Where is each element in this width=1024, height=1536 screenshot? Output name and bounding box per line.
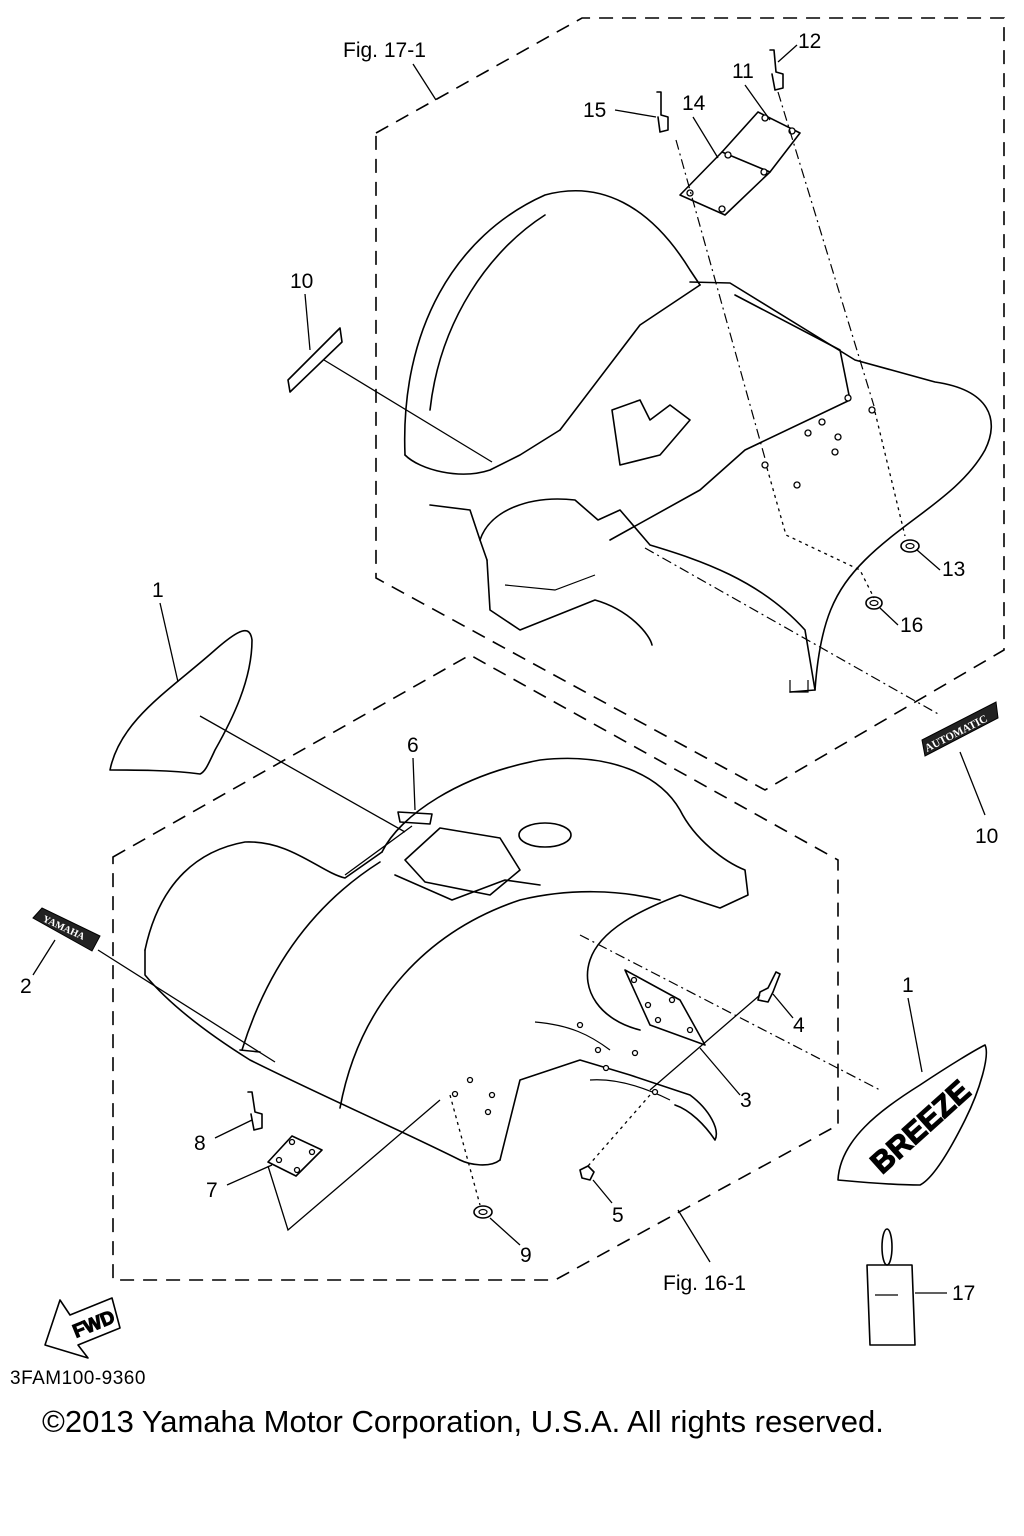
svg-text:AUTOMATIC: AUTOMATIC	[923, 713, 990, 755]
copyright-notice: ©2013 Yamaha Motor Corporation, U.S.A. A…	[42, 1404, 884, 1439]
grommet-13	[900, 539, 920, 553]
plate-14-11	[679, 111, 801, 216]
rivet-12	[769, 49, 784, 91]
callout-6: 6	[407, 734, 419, 757]
fig-label-upper: Fig. 17-1	[343, 39, 426, 62]
decal-breeze: BREEZE	[837, 1044, 988, 1186]
fig-lower-leader	[677, 1209, 711, 1263]
front-fender-lower	[144, 757, 749, 1166]
rear-fender-upper	[403, 190, 993, 693]
callout-15: 15	[583, 99, 606, 122]
callout-11: 11	[732, 60, 754, 83]
decal-automatic: AUTOMATIC	[921, 701, 999, 757]
decal-yamaha: YAMAHA	[32, 907, 101, 952]
part-code: 3FAM100-9360	[10, 1368, 146, 1389]
callout-7: 7	[206, 1179, 218, 1202]
upper-group-boundary	[375, 17, 1005, 791]
callout-3: 3	[740, 1089, 752, 1112]
tag-17	[866, 1228, 916, 1346]
fig-label-lower: Fig. 16-1	[663, 1272, 746, 1295]
decal-10-upper	[287, 327, 343, 393]
callout-10-upper: 10	[290, 270, 313, 293]
callout-1-left: 1	[152, 579, 164, 602]
fwd-arrow-icon: FWD	[44, 1297, 121, 1359]
callout-14: 14	[682, 92, 706, 115]
svg-text:BREEZE: BREEZE	[865, 1074, 978, 1180]
plate-7	[267, 1135, 323, 1177]
callout-8: 8	[194, 1132, 206, 1155]
callout-17: 17	[952, 1282, 975, 1305]
fig-upper-leader	[412, 63, 437, 101]
callout-4: 4	[793, 1014, 805, 1037]
lower-group-boundary	[112, 654, 839, 1281]
callout-9: 9	[520, 1244, 532, 1267]
grommet-16	[865, 596, 883, 610]
decal-6	[397, 811, 433, 825]
grommet-9	[473, 1205, 493, 1219]
callout-5: 5	[612, 1204, 624, 1227]
decal-1-left	[109, 629, 253, 775]
plate-3	[624, 969, 706, 1046]
callout-12: 12	[798, 30, 821, 53]
callout-13: 13	[942, 558, 965, 581]
callout-2: 2	[20, 975, 32, 998]
callout-1-right: 1	[902, 974, 914, 997]
callout-16: 16	[900, 614, 923, 637]
rivet-8	[247, 1091, 263, 1131]
callout-10-right: 10	[975, 825, 998, 848]
rivet-4	[757, 971, 781, 1003]
nut-5	[579, 1165, 595, 1181]
rivet-15	[656, 91, 669, 133]
